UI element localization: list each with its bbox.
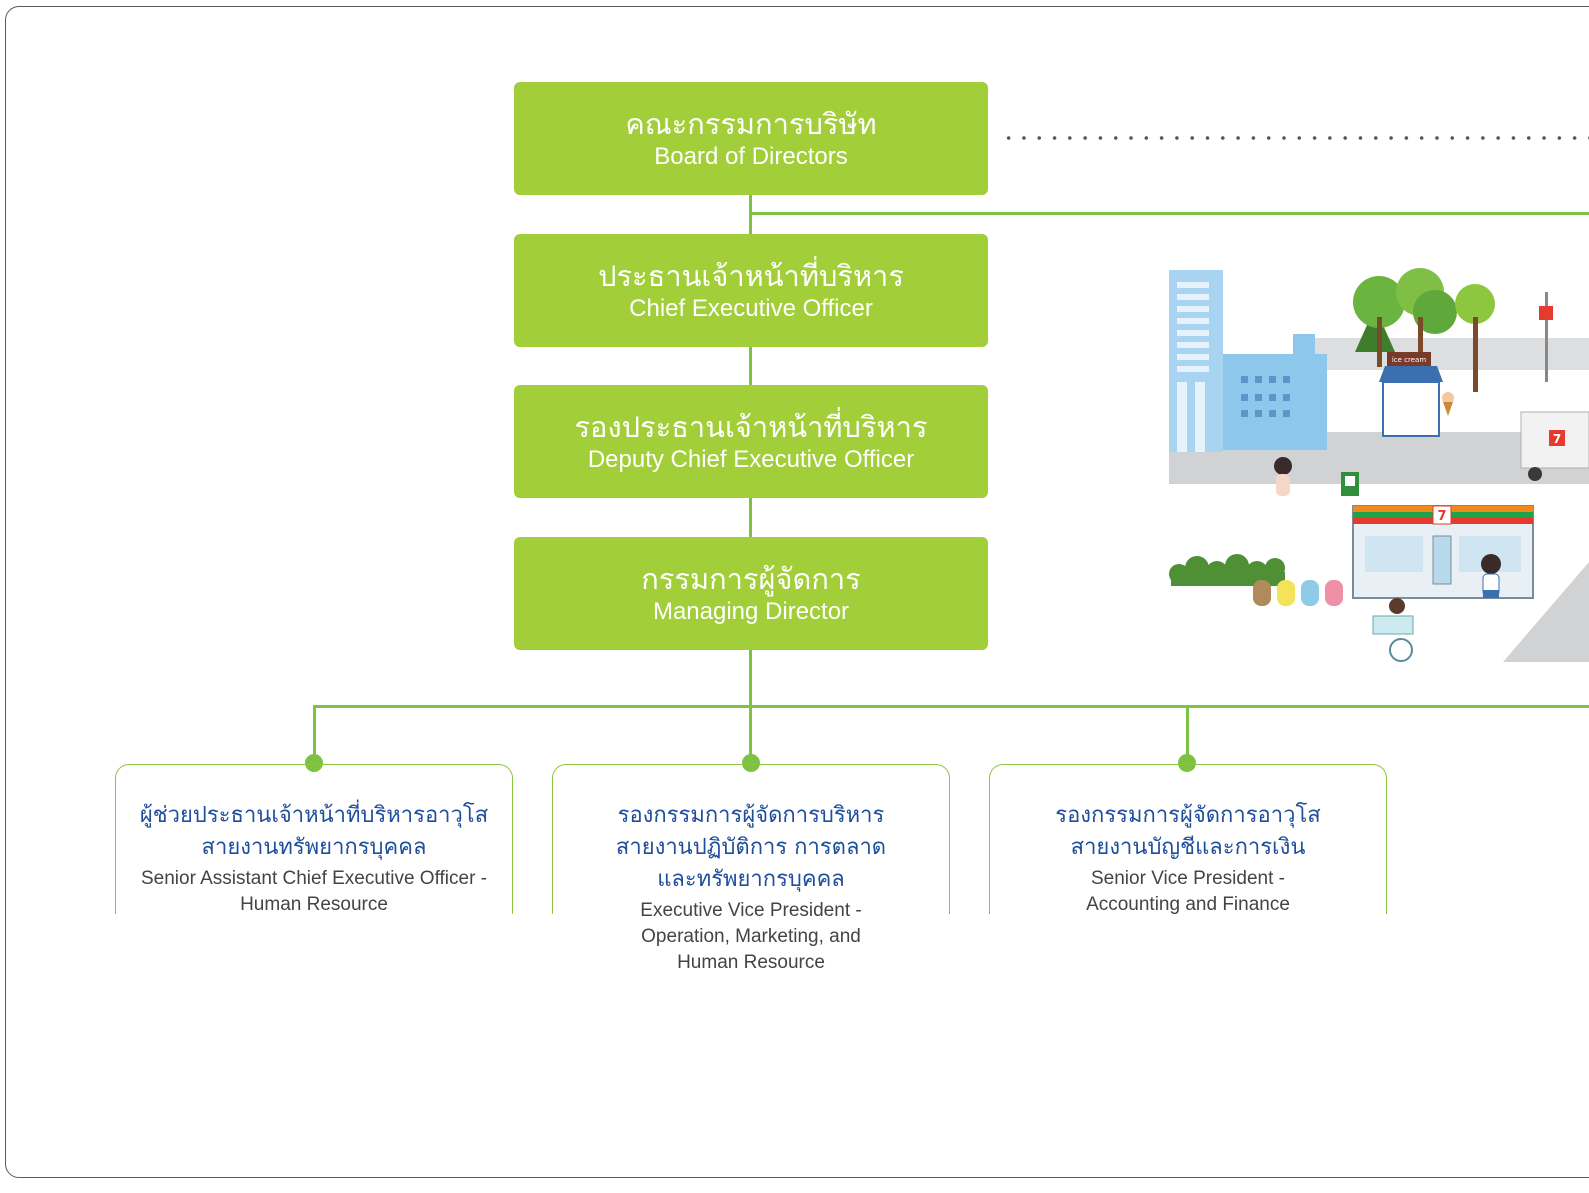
dept-2-title-en-line-2: Operation, Marketing, and (641, 926, 861, 947)
connector-ceo-deputy (749, 346, 752, 386)
dept-3-title-th: รองกรรมการผู้จัดการอาวุโสสายงานบัญชีและก… (989, 800, 1387, 864)
dept-3-title-en-line-1: Senior Vice President - (1091, 868, 1285, 889)
board-title-th: คณะกรรมการบริษัท (625, 106, 877, 141)
connector-deputy-md (749, 497, 752, 537)
dept-2-title-th-line: รองกรรมการผู้จัดการบริหารสายงานปฏิบัติกา… (552, 800, 950, 896)
md-box: กรรมการผู้จัดการ Managing Director (514, 537, 988, 650)
branch-drop-3 (1186, 705, 1189, 765)
street-illustration: ice cream 7 7 (1169, 268, 1589, 662)
page-frame (5, 6, 1589, 1178)
dept-3-title-th-line-2: สายงานบัญชีและการเงิน (1070, 835, 1306, 860)
dept-1-title-th-line-1: ผู้ช่วยประธานเจ้าหน้าที่บริหารอาวุโส (139, 803, 489, 828)
dept-3-title-en-line: Senior Vice President - Accounting and Fi… (989, 866, 1387, 918)
truck-sign: 7 (1553, 432, 1561, 446)
ceo-box: ประธานเจ้าหน้าที่บริหาร Chief Executive … (514, 234, 988, 347)
scooters (1253, 580, 1343, 606)
store-sign: 7 (1437, 509, 1446, 524)
dept-3-title-th-line-1: รองกรรมการผู้จัดการอาวุโส (1055, 803, 1321, 828)
dept-1-title-en-line-2: Human Resource (240, 894, 388, 915)
dotted-connector (1001, 136, 1589, 140)
board-title-en: Board of Directors (654, 142, 848, 170)
md-title-en: Managing Director (652, 597, 850, 625)
hedge (1169, 554, 1285, 586)
dept-1-title-en: Senior Assistant Chief Executive Officer… (115, 866, 513, 918)
branch-line (313, 705, 1589, 708)
dept-2-title-th-line-1: รองกรรมการผู้จัดการบริหาร (617, 803, 885, 828)
dept-card-1 (115, 764, 513, 914)
convenience-store: 7 (1341, 472, 1534, 599)
dept-1-title-th-line-2: สายงานทรัพยากรบุคคล (201, 835, 427, 860)
dept-text-2: รองกรรมการผู้จัดการบริหารสายงานปฏิบัติกา… (552, 800, 950, 976)
ceo-title-th: ประธานเจ้าหน้าที่บริหาร (598, 258, 904, 293)
deputy-ceo-title-th: รองประธานเจ้าหน้าที่บริหาร (574, 409, 928, 444)
branch-drop-1 (313, 705, 316, 765)
branch-node-2 (742, 754, 760, 772)
dept-2-title-th-line-3: และทรัพยากรบุคคล (657, 867, 845, 892)
low-building-windows (1241, 376, 1290, 417)
dept-3-title-en: Senior Vice President - Accounting and Fi… (989, 866, 1387, 918)
dept-1-title-th-line: ผู้ช่วยประธานเจ้าหน้าที่บริหารอาวุโสสายง… (115, 800, 513, 864)
dept-2-title-en: Executive Vice President - Operation, Mar… (552, 898, 950, 976)
branch-node-1 (305, 754, 323, 772)
dept-2-title-th-line-2: สายงานปฏิบัติการ การตลาด (615, 835, 887, 860)
dept-2-title-en-line-1: Executive Vice President - (640, 900, 862, 921)
dept-2-title-en-line: Executive Vice President - Operation, Mar… (552, 898, 950, 976)
deputy-ceo-box: รองประธานเจ้าหน้าที่บริหาร Deputy Chief … (514, 385, 988, 498)
branch-node-3 (1178, 754, 1196, 772)
deputy-ceo-title-en: Deputy Chief Executive Officer (587, 445, 915, 473)
low-building-roof (1293, 334, 1315, 358)
dept-card-2 (552, 764, 950, 914)
dept-3-title-en-line-2: Accounting and Finance (1086, 894, 1290, 915)
tall-building-windows (1177, 282, 1209, 452)
low-building (1223, 354, 1327, 450)
delivery-truck: 7 (1520, 411, 1589, 481)
dept-1-title-th: ผู้ช่วยประธานเจ้าหน้าที่บริหารอาวุโสสายง… (115, 800, 513, 864)
ceo-title-en: Chief Executive Officer (629, 294, 873, 322)
trees (1353, 268, 1495, 392)
dept-1-title-en-line-1: Senior Assistant Chief Executive Officer… (140, 868, 488, 889)
board-box: คณะกรรมการบริษัท Board of Directors (514, 82, 988, 195)
road-diagonal (1503, 562, 1589, 662)
people (1274, 457, 1501, 662)
dept-2-title-en-line-3: Human Resource (677, 952, 825, 973)
dept-text-3: รองกรรมการผู้จัดการอาวุโสสายงานบัญชีและก… (989, 800, 1387, 918)
md-title-th: กรรมการผู้จัดการ (641, 561, 861, 596)
dept-text-1: ผู้ช่วยประธานเจ้าหน้าที่บริหารอาวุโสสายง… (115, 800, 513, 918)
dept-3-title-th-line: รองกรรมการผู้จัดการอาวุโสสายงานบัญชีและก… (989, 800, 1387, 864)
dept-2-title-th: รองกรรมการผู้จัดการบริหารสายงานปฏิบัติกา… (552, 800, 950, 896)
connector-board-right (749, 212, 1589, 215)
dept-card-3 (989, 764, 1387, 914)
dept-1-title-en-line: Senior Assistant Chief Executive Officer… (115, 866, 513, 918)
ice-cream-kiosk: ice cream (1379, 352, 1454, 437)
pole-sign (1539, 306, 1553, 320)
ice-cream-sign: ice cream (1392, 356, 1426, 364)
sign-pole (1545, 292, 1548, 382)
